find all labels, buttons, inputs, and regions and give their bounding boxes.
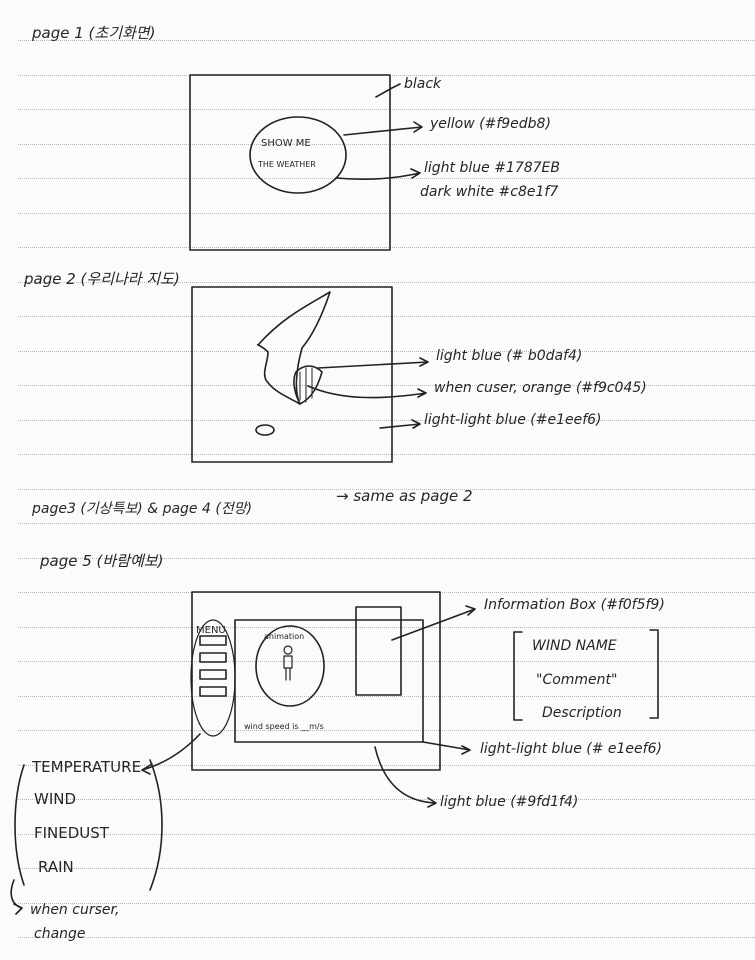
- page5-info-box: [355, 606, 402, 696]
- page5-lightblue-arrow: [374, 746, 437, 808]
- page1-screen-frame: [189, 74, 391, 251]
- ruled-line: [18, 109, 755, 110]
- ruled-line: [18, 730, 755, 731]
- page2-note-light-blue: light blue (# b0daf4): [436, 348, 583, 364]
- ruled-line: [18, 213, 755, 214]
- page5-screen-frame: [191, 591, 441, 771]
- page5-info-line-2: "Comment": [536, 672, 618, 688]
- page1-blue-arrow: [335, 168, 421, 181]
- page5-hover-note-line1: when curser,: [30, 902, 120, 918]
- page2-note-light-light-blue: light-light blue (#e1eef6): [424, 412, 602, 428]
- page1-yellow-arrow: [343, 121, 423, 136]
- page1-button-circle: [249, 116, 347, 194]
- ruled-line: [18, 627, 755, 628]
- page5-lightlight-arrow: [422, 741, 471, 755]
- page5-menu-oval: [190, 619, 236, 737]
- page5-note-light-light-blue: light-light blue (# e1eef6): [480, 741, 662, 757]
- ruled-line: [18, 903, 755, 904]
- ruled-line: [18, 385, 755, 386]
- ruled-line: [18, 799, 755, 800]
- page5-list-bracket-right: [149, 759, 163, 891]
- page1-button-line1: SHOW ME: [261, 138, 311, 149]
- ruled-line: [18, 937, 755, 938]
- page2-island: [255, 424, 275, 436]
- ruled-line: [18, 454, 755, 455]
- page3-4-note: → same as page 2: [336, 487, 473, 505]
- page5-menu-item-rain: RAIN: [38, 858, 74, 876]
- ruled-line: [18, 834, 755, 835]
- ruled-line: [18, 696, 755, 697]
- page3-4-heading: page3 (기상특보) & page 4 (전망): [32, 501, 253, 517]
- ruled-line: [18, 558, 755, 559]
- page5-wind-speed-text: wind speed is __m/s: [244, 722, 324, 731]
- page5-menu-item-temperature: TEMPERATURE: [32, 758, 142, 776]
- page5-hover-note-line2: change: [34, 926, 86, 942]
- page5-animation-circle: [255, 625, 325, 707]
- page1-button-line2: THE WEATHER: [258, 160, 316, 169]
- page5-note-light-blue: light blue (#9fd1f4): [440, 794, 579, 810]
- page2-orange-arrow: [307, 385, 427, 399]
- ruled-line: [18, 40, 755, 41]
- ruled-line: [18, 316, 755, 317]
- page5-menu-label: MENU: [196, 625, 226, 636]
- ruled-line: [18, 144, 755, 145]
- page1-note-dark-white: dark white #c8e1f7: [420, 184, 559, 200]
- page5-info-bracket-left: [513, 631, 523, 721]
- page5-info-line-3: Description: [542, 705, 622, 721]
- page5-hover-arrow: [10, 879, 23, 915]
- ruled-line: [18, 420, 755, 421]
- page5-list-bracket-left: [14, 764, 25, 886]
- ruled-line: [18, 247, 755, 248]
- page5-info-bracket-right: [649, 629, 659, 719]
- ruled-line: [18, 765, 755, 766]
- ruled-line: [18, 868, 755, 869]
- page1-note-yellow: yellow (#f9edb8): [430, 116, 551, 132]
- ruled-line: [18, 351, 755, 352]
- ruled-line: [18, 523, 755, 524]
- page2-highlight-region: [293, 365, 323, 405]
- page1-heading: page 1 (초기화면): [32, 24, 156, 42]
- page2-note-hover: when cuser, orange (#f9c045): [434, 380, 647, 396]
- page1-frame-label: black: [404, 76, 442, 92]
- page5-animation-label: animation: [264, 632, 305, 641]
- page5-heading: page 5 (바람예보): [40, 552, 164, 570]
- page1-note-light-blue: light blue #1787EB: [424, 160, 561, 176]
- page2-lightblue-arrow: [317, 357, 429, 369]
- page2-screen-frame: [191, 286, 393, 463]
- page2-lightlight-arrow: [379, 419, 421, 429]
- page5-info-line-1: WIND NAME: [532, 638, 617, 654]
- page5-menu-item-wind: WIND: [34, 790, 77, 808]
- page1-black-leader: [375, 83, 401, 98]
- ruled-line: [18, 489, 755, 490]
- page5-menu-item-finedust: FINEDUST: [34, 824, 109, 842]
- ruled-line: [18, 661, 755, 662]
- page5-infobox-arrow: [391, 605, 476, 641]
- page5-menu-arrow: [141, 733, 201, 775]
- page2-heading: page 2 (우리나라 지도): [24, 270, 180, 288]
- ruled-line: [18, 282, 755, 283]
- page5-note-info-box: Information Box (#f0f5f9): [484, 597, 665, 613]
